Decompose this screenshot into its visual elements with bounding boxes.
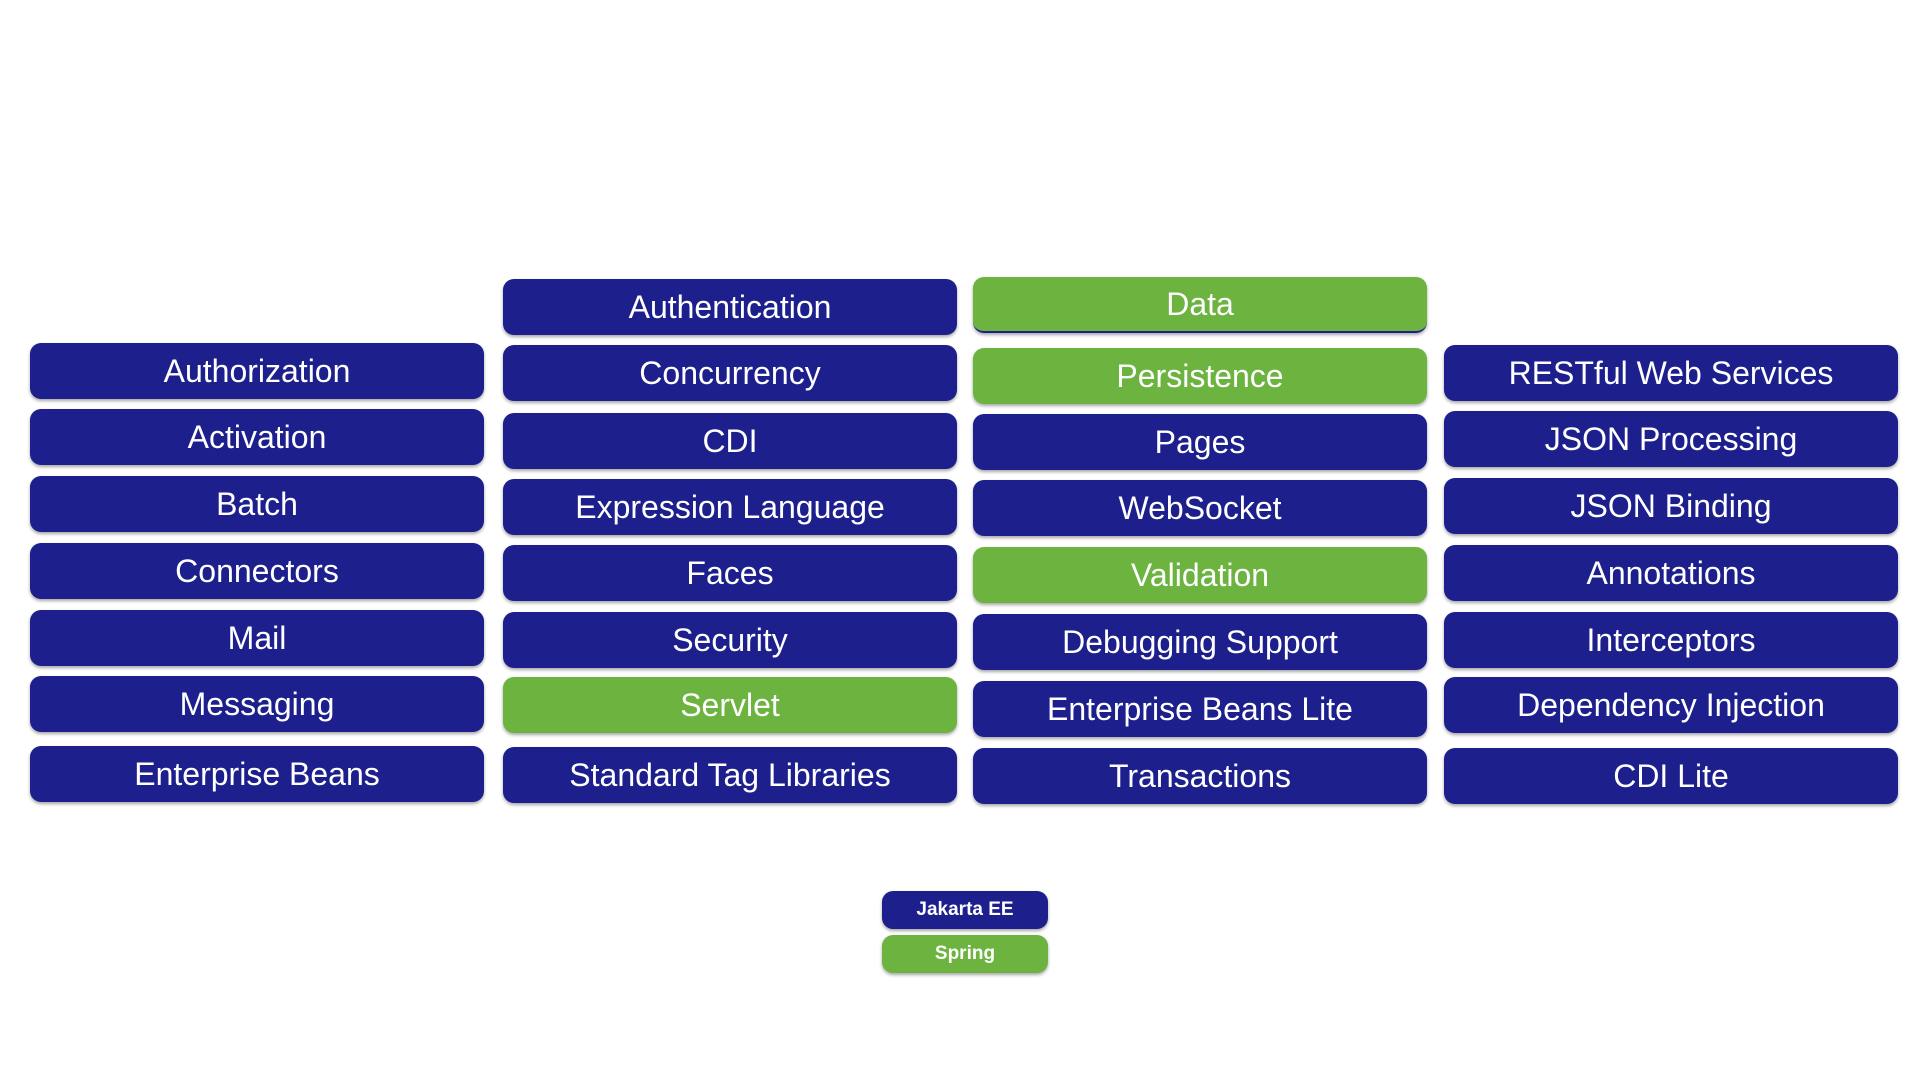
box-persistence: Persistence xyxy=(973,348,1427,404)
box-batch: Batch xyxy=(30,476,484,532)
box-transactions: Transactions xyxy=(973,748,1427,804)
box-authorization: Authorization xyxy=(30,343,484,399)
box-connectors: Connectors xyxy=(30,543,484,599)
box-concurrency: Concurrency xyxy=(503,345,957,401)
box-security: Security xyxy=(503,612,957,668)
box-faces: Faces xyxy=(503,545,957,601)
box-expression-language: Expression Language xyxy=(503,479,957,535)
box-debugging-support: Debugging Support xyxy=(973,614,1427,670)
box-pages: Pages xyxy=(973,414,1427,470)
box-authentication: Authentication xyxy=(503,279,957,335)
box-restful-web-services: RESTful Web Services xyxy=(1444,345,1898,401)
box-annotations: Annotations xyxy=(1444,545,1898,601)
box-mail: Mail xyxy=(30,610,484,666)
box-json-binding: JSON Binding xyxy=(1444,478,1898,534)
legend-spring: Spring xyxy=(882,935,1048,973)
box-validation: Validation xyxy=(973,547,1427,603)
box-activation: Activation xyxy=(30,409,484,465)
box-servlet: Servlet xyxy=(503,677,957,733)
box-data: Data xyxy=(973,277,1427,333)
box-standard-tag-libraries: Standard Tag Libraries xyxy=(503,747,957,803)
box-cdi: CDI xyxy=(503,413,957,469)
box-interceptors: Interceptors xyxy=(1444,612,1898,668)
box-enterprise-beans-lite: Enterprise Beans Lite xyxy=(973,681,1427,737)
box-dependency-injection: Dependency Injection xyxy=(1444,677,1898,733)
box-enterprise-beans: Enterprise Beans xyxy=(30,746,484,802)
box-messaging: Messaging xyxy=(30,676,484,732)
box-json-processing: JSON Processing xyxy=(1444,411,1898,467)
legend-jakarta-ee: Jakarta EE xyxy=(882,891,1048,929)
box-cdi-lite: CDI Lite xyxy=(1444,748,1898,804)
box-websocket: WebSocket xyxy=(973,480,1427,536)
